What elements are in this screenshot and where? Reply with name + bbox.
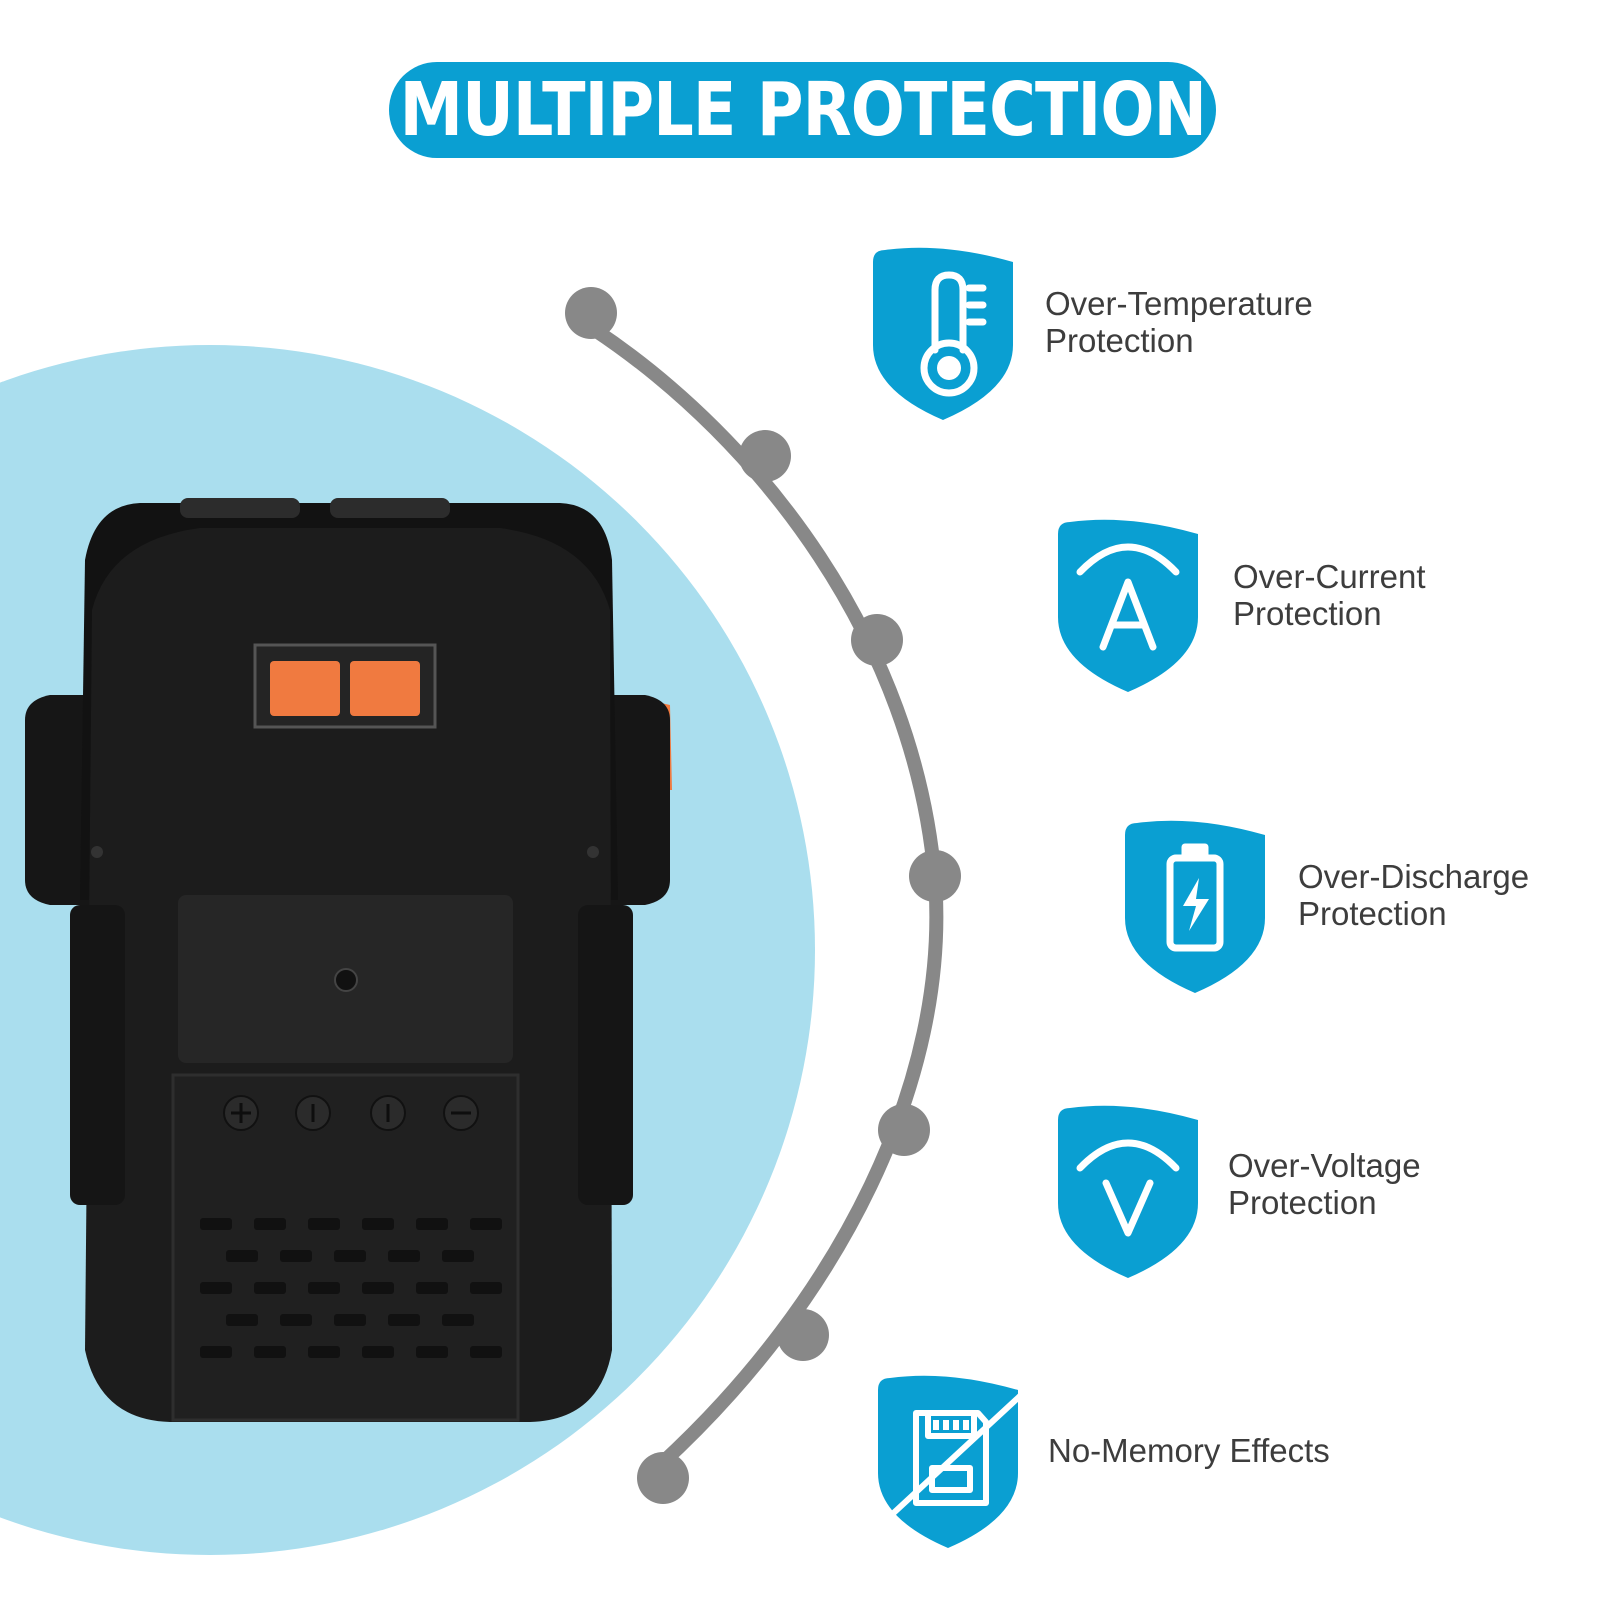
feature-subtitle: Protection <box>1233 595 1382 632</box>
arc-dot <box>851 614 903 666</box>
feature-over-current: Over-Current Protection <box>1233 558 1426 632</box>
feature-no-memory: No-Memory Effects <box>1048 1432 1330 1469</box>
battery-pack-image <box>25 498 672 1422</box>
feature-subtitle: Protection <box>1045 322 1194 359</box>
arc-dot <box>739 430 791 482</box>
feature-title: Over-Temperature <box>1045 285 1313 322</box>
feature-over-discharge: Over-Discharge Protection <box>1298 858 1529 932</box>
arc-dot <box>565 287 617 339</box>
feature-subtitle: Protection <box>1298 895 1447 932</box>
thermometer-icon <box>873 247 1013 420</box>
arc-dot <box>878 1104 930 1156</box>
protection-arc <box>565 287 961 1504</box>
arc-dot <box>909 850 961 902</box>
no-memory-card-icon <box>878 1375 1023 1548</box>
title-banner: MULTIPLE PROTECTION <box>389 62 1216 158</box>
latch-button <box>270 661 340 716</box>
latch-button <box>350 661 420 716</box>
arc-dot <box>777 1309 829 1361</box>
page-title: MULTIPLE PROTECTION <box>399 67 1206 153</box>
ampere-icon <box>1058 519 1198 692</box>
feature-title: Over-Current <box>1233 558 1426 595</box>
feature-title: No-Memory Effects <box>1048 1432 1330 1469</box>
feature-over-voltage: Over-Voltage Protection <box>1228 1147 1421 1221</box>
feature-title: Over-Discharge <box>1298 858 1530 895</box>
arc-dot <box>637 1452 689 1504</box>
feature-title: Over-Voltage <box>1228 1147 1421 1184</box>
feature-subtitle: Protection <box>1228 1184 1377 1221</box>
voltage-icon <box>1058 1105 1198 1278</box>
battery-charge-icon <box>1125 820 1265 993</box>
feature-over-temperature: Over-Temperature Protection <box>1045 285 1313 359</box>
